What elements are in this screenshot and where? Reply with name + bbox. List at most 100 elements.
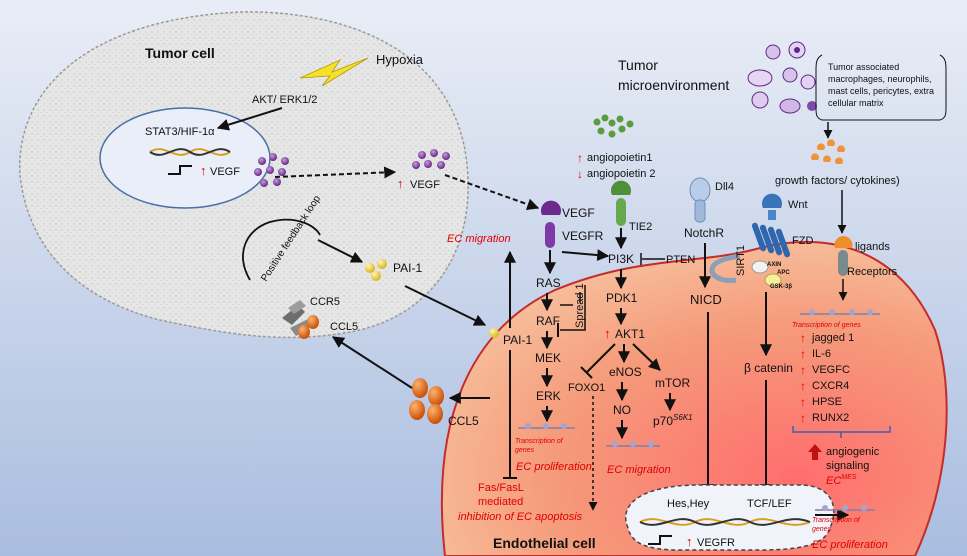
gene-item-5: HPSE xyxy=(812,396,842,408)
hes-hey-label: Hes,Hey xyxy=(667,498,710,510)
microenvironment-title-1: Tumor xyxy=(618,57,658,73)
no-label: NO xyxy=(613,403,631,417)
gene-up-arrow-5: ↑ xyxy=(800,395,806,409)
pten-label: PTEN xyxy=(666,254,695,266)
fzd-receptor-icon xyxy=(751,222,791,258)
ec-migration-label: EC migration xyxy=(607,464,671,476)
dll4-ligand-icon xyxy=(689,177,711,223)
transcription-genes-bottom-2: genes xyxy=(812,526,832,533)
secreted-vegf-to-receptor-arrow xyxy=(444,174,540,211)
angiopoietin2-down-arrow: ↓ xyxy=(577,167,583,181)
transcription-genes-bottom-1: Transcription of xyxy=(812,517,861,524)
gene-item-6: RUNX2 xyxy=(812,412,849,424)
angiopoietin-cluster xyxy=(593,114,634,138)
receptors-label: Receptors xyxy=(847,266,898,278)
akt-erk-label: AKT/ ERK1/2 xyxy=(252,94,317,106)
transcription-genes-left-1: Transcription of xyxy=(515,438,564,445)
transcription-genes-dna-bottom xyxy=(815,505,875,511)
angiogenic-line-1: angiogenic xyxy=(826,446,880,458)
cells-note-line-4: cellular matrix xyxy=(828,98,884,108)
transcription-genes-right: Transcription of genes xyxy=(792,322,861,329)
fas-label-2: mediated xyxy=(478,496,523,508)
transcription-genes-dna-right xyxy=(800,309,880,315)
raf-label: RAF xyxy=(536,314,560,328)
beta-catenin-label: β catenin xyxy=(744,361,793,375)
foxo1-label: FOXO1 xyxy=(568,382,605,394)
angiopoietin1-up-arrow: ↑ xyxy=(577,151,583,165)
ec-proliferation-left: EC proliferation xyxy=(516,461,592,473)
microenvironment-title-2: microenvironment xyxy=(618,77,729,93)
hypoxia-label: Hypoxia xyxy=(376,52,424,67)
cells-note-bracket xyxy=(815,54,947,121)
vegf-receptor-icon xyxy=(541,200,561,248)
ccl5-bound-icon xyxy=(298,315,319,339)
vegf-ec-label: VEGF xyxy=(562,206,595,220)
tumor-cell-title: Tumor cell xyxy=(145,45,215,61)
cells-note-line-2: macrophages, neurophils, xyxy=(828,74,932,84)
ligands-label: ligands xyxy=(855,241,890,253)
sirt1-curved-arrow xyxy=(709,253,741,283)
tumor-to-pai1-arrow xyxy=(317,239,364,263)
ccr5-label: CCR5 xyxy=(310,296,340,308)
sirt1-label: SIRT1 xyxy=(735,245,747,276)
gene-up-arrow-3: ↑ xyxy=(800,363,806,377)
tcf-lef-label: TCF/LEF xyxy=(747,498,792,510)
wnt-ligand-icon xyxy=(762,193,782,220)
inhibition-apoptosis-label: inhibition of EC apoptosis xyxy=(458,511,583,523)
destruction-complex-icon xyxy=(751,260,782,287)
growth-factors-cluster xyxy=(811,139,845,164)
notchr-label: NotchR xyxy=(684,226,724,240)
vegf-cluster-secreted xyxy=(412,149,450,169)
nicd-label: NICD xyxy=(690,292,722,307)
vegfr-to-pi3k-arrow xyxy=(561,249,610,262)
wnt-label: Wnt xyxy=(788,199,808,211)
endothelial-cell-title: Endothelial cell xyxy=(493,535,596,551)
vegf-up-arrow-tumor: ↑ xyxy=(200,163,207,178)
ccl5-cluster-secreted xyxy=(409,378,444,424)
gene-item-1: jagged 1 xyxy=(811,332,854,344)
vegfr-nucleus-label: VEGFR xyxy=(697,537,735,549)
akt1-to-foxo1-bar xyxy=(580,366,593,379)
p70-label: p70S6K1 xyxy=(653,413,693,428)
transcription-genes-left-2: genes xyxy=(515,447,535,454)
transcription-genes-dna-mid xyxy=(606,441,660,447)
tie2-label: TIE2 xyxy=(629,221,652,233)
akt1-label: AKT1 xyxy=(615,327,645,341)
ccl5-upper-label: CCL5 xyxy=(330,321,358,333)
tumor-to-secreted-vegf-arrow xyxy=(274,166,397,179)
spread1-inhibition xyxy=(560,292,581,306)
tumor-dna-icon xyxy=(149,148,231,156)
vegf-cluster-tumor xyxy=(254,153,289,187)
vegfr-up-arrow: ↑ xyxy=(686,534,693,549)
akt1-up-arrow: ↑ xyxy=(604,326,611,341)
vegf-secreted-up-arrow: ↑ xyxy=(397,176,404,191)
ccl5-lower-label: CCL5 xyxy=(448,414,479,428)
growth-factors-label: growth factors/ cytokines) xyxy=(775,175,900,187)
ec-promoter-icon xyxy=(648,535,672,545)
dll4-label: Dll4 xyxy=(715,181,734,193)
angiogenic-up-arrow xyxy=(808,444,822,460)
spread1-label: Spread 1 xyxy=(574,283,586,328)
ec-migration-top: EC migration xyxy=(447,233,511,245)
spread1-bracket xyxy=(560,285,586,331)
vegfr-label: VEGFR xyxy=(562,229,604,243)
gene-up-arrow-6: ↑ xyxy=(800,411,806,425)
gene-up-arrow-4: ↑ xyxy=(800,379,806,393)
ec-mes-label: ECMES xyxy=(826,474,857,487)
akt1-to-foxo1-line xyxy=(586,343,616,373)
tie2-receptor-icon xyxy=(611,180,631,226)
ec-nucleus xyxy=(625,484,835,551)
tumor-nucleus xyxy=(99,107,271,209)
feedback-loop-arc xyxy=(242,218,321,281)
angiopoietin2-label: angiopoietin 2 xyxy=(587,168,656,180)
vegf-secreted-label: VEGF xyxy=(410,179,440,191)
pai1-secreted-label: PAI-1 xyxy=(393,261,422,275)
enos-label: eNOS xyxy=(609,365,642,379)
gene-item-2: IL-6 xyxy=(812,348,831,360)
transcription-genes-dna-left xyxy=(518,423,575,429)
ras-label: RAS xyxy=(536,276,561,290)
cells-note-line-1: Tumor associated xyxy=(828,62,899,72)
pi3k-label: PI3K xyxy=(608,252,634,266)
